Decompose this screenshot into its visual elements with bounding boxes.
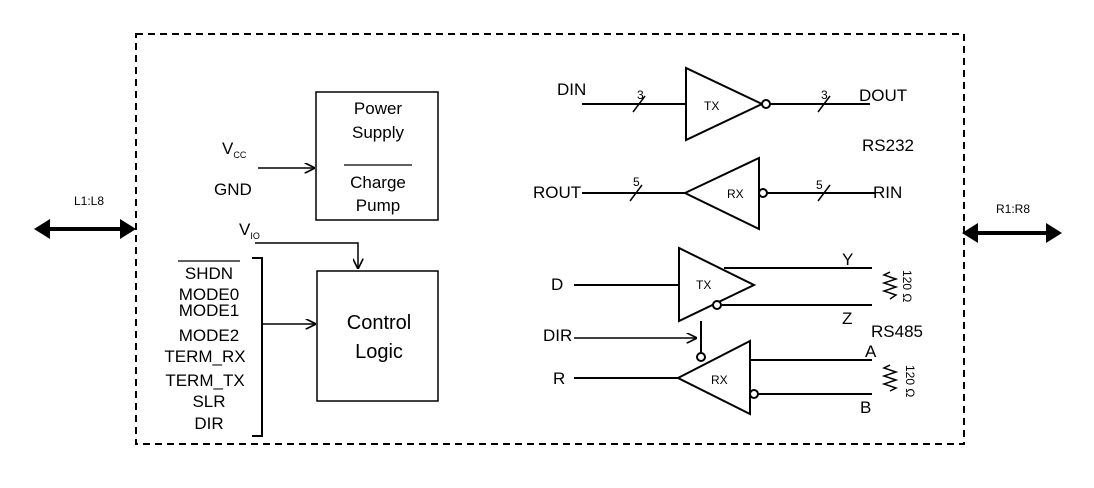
y-label: Y: [842, 250, 853, 269]
term-resistor-top: [881, 271, 899, 300]
rs232-tx-label: TX: [704, 99, 719, 113]
power-supply-block: Power Supply Charge Pump: [315, 91, 439, 221]
control-label-1: Control: [347, 312, 411, 334]
vio-label: VIO: [239, 220, 260, 241]
input-shdn: SHDN: [185, 264, 233, 283]
control-inputs: SHDN MODE0 MODE1 MODE2 TERM_RX TERM_TX S…: [164, 257, 315, 437]
rin-label: RIN: [873, 183, 902, 202]
dir-label: DIR: [543, 326, 572, 345]
left-port-label: L1:L8: [74, 194, 104, 208]
tx232-bus-in: 3: [637, 88, 644, 102]
dout-label: DOUT: [859, 86, 907, 105]
rs232-rx-buffer: [682, 156, 760, 231]
input-mode0: MODE0: [179, 285, 239, 304]
rs232-tx-buffer: [685, 66, 765, 142]
rout-label: ROUT: [533, 183, 581, 202]
rs485-title: RS485: [871, 322, 923, 341]
input-slr: SLR: [192, 392, 225, 411]
term-resistor-bottom: [881, 364, 899, 392]
rx232-bus-out: 5: [816, 178, 823, 192]
vcc-label: VCC: [222, 139, 247, 160]
rs485-section: D TX Y Z 120 Ω RS485 DIR R RX A B 120 Ω: [543, 246, 923, 417]
input-mode1: MODE1: [179, 301, 239, 320]
left-port: L1:L8: [34, 194, 136, 239]
input-term-tx: TERM_TX: [165, 371, 244, 390]
a-label: A: [865, 342, 877, 361]
right-port: R1:R8: [962, 202, 1062, 243]
term-bottom-label: 120 Ω: [903, 365, 917, 397]
vio-arrow: [255, 242, 358, 268]
power-label-2: Supply: [352, 123, 404, 142]
charge-label-2: Pump: [356, 196, 400, 215]
d-label: D: [551, 275, 563, 294]
rs232-rx-label: RX: [727, 187, 744, 201]
gnd-label: GND: [214, 180, 252, 199]
rs232-title: RS232: [862, 136, 914, 155]
rx232-bus-in: 5: [633, 175, 640, 189]
input-dir: DIR: [194, 414, 223, 433]
r-label: R: [553, 369, 565, 388]
chip-boundary: [135, 33, 965, 445]
rs485-rx-buffer: [675, 339, 751, 416]
rs485-rx-label: RX: [711, 373, 728, 387]
z-label: Z: [842, 309, 852, 328]
input-term-rx: TERM_RX: [164, 347, 245, 366]
power-label-1: Power: [354, 99, 403, 118]
right-port-label: R1:R8: [996, 202, 1030, 216]
charge-label-1: Charge: [350, 173, 406, 192]
din-label: DIN: [557, 80, 586, 99]
input-mode2: MODE2: [179, 326, 239, 345]
rs232-section: DIN 3 TX 3 DOUT RS232 ROUT 5 RX 5 RIN: [533, 66, 914, 231]
control-logic-block: Control Logic: [316, 270, 439, 402]
rs485-tx-label: TX: [696, 278, 711, 292]
term-top-label: 120 Ω: [900, 270, 914, 302]
tx232-bus-out: 3: [821, 88, 828, 102]
input-bracket: [252, 257, 263, 437]
rs485-tx-buffer: [678, 246, 757, 323]
control-label-2: Logic: [355, 341, 403, 363]
b-label: B: [860, 398, 871, 417]
